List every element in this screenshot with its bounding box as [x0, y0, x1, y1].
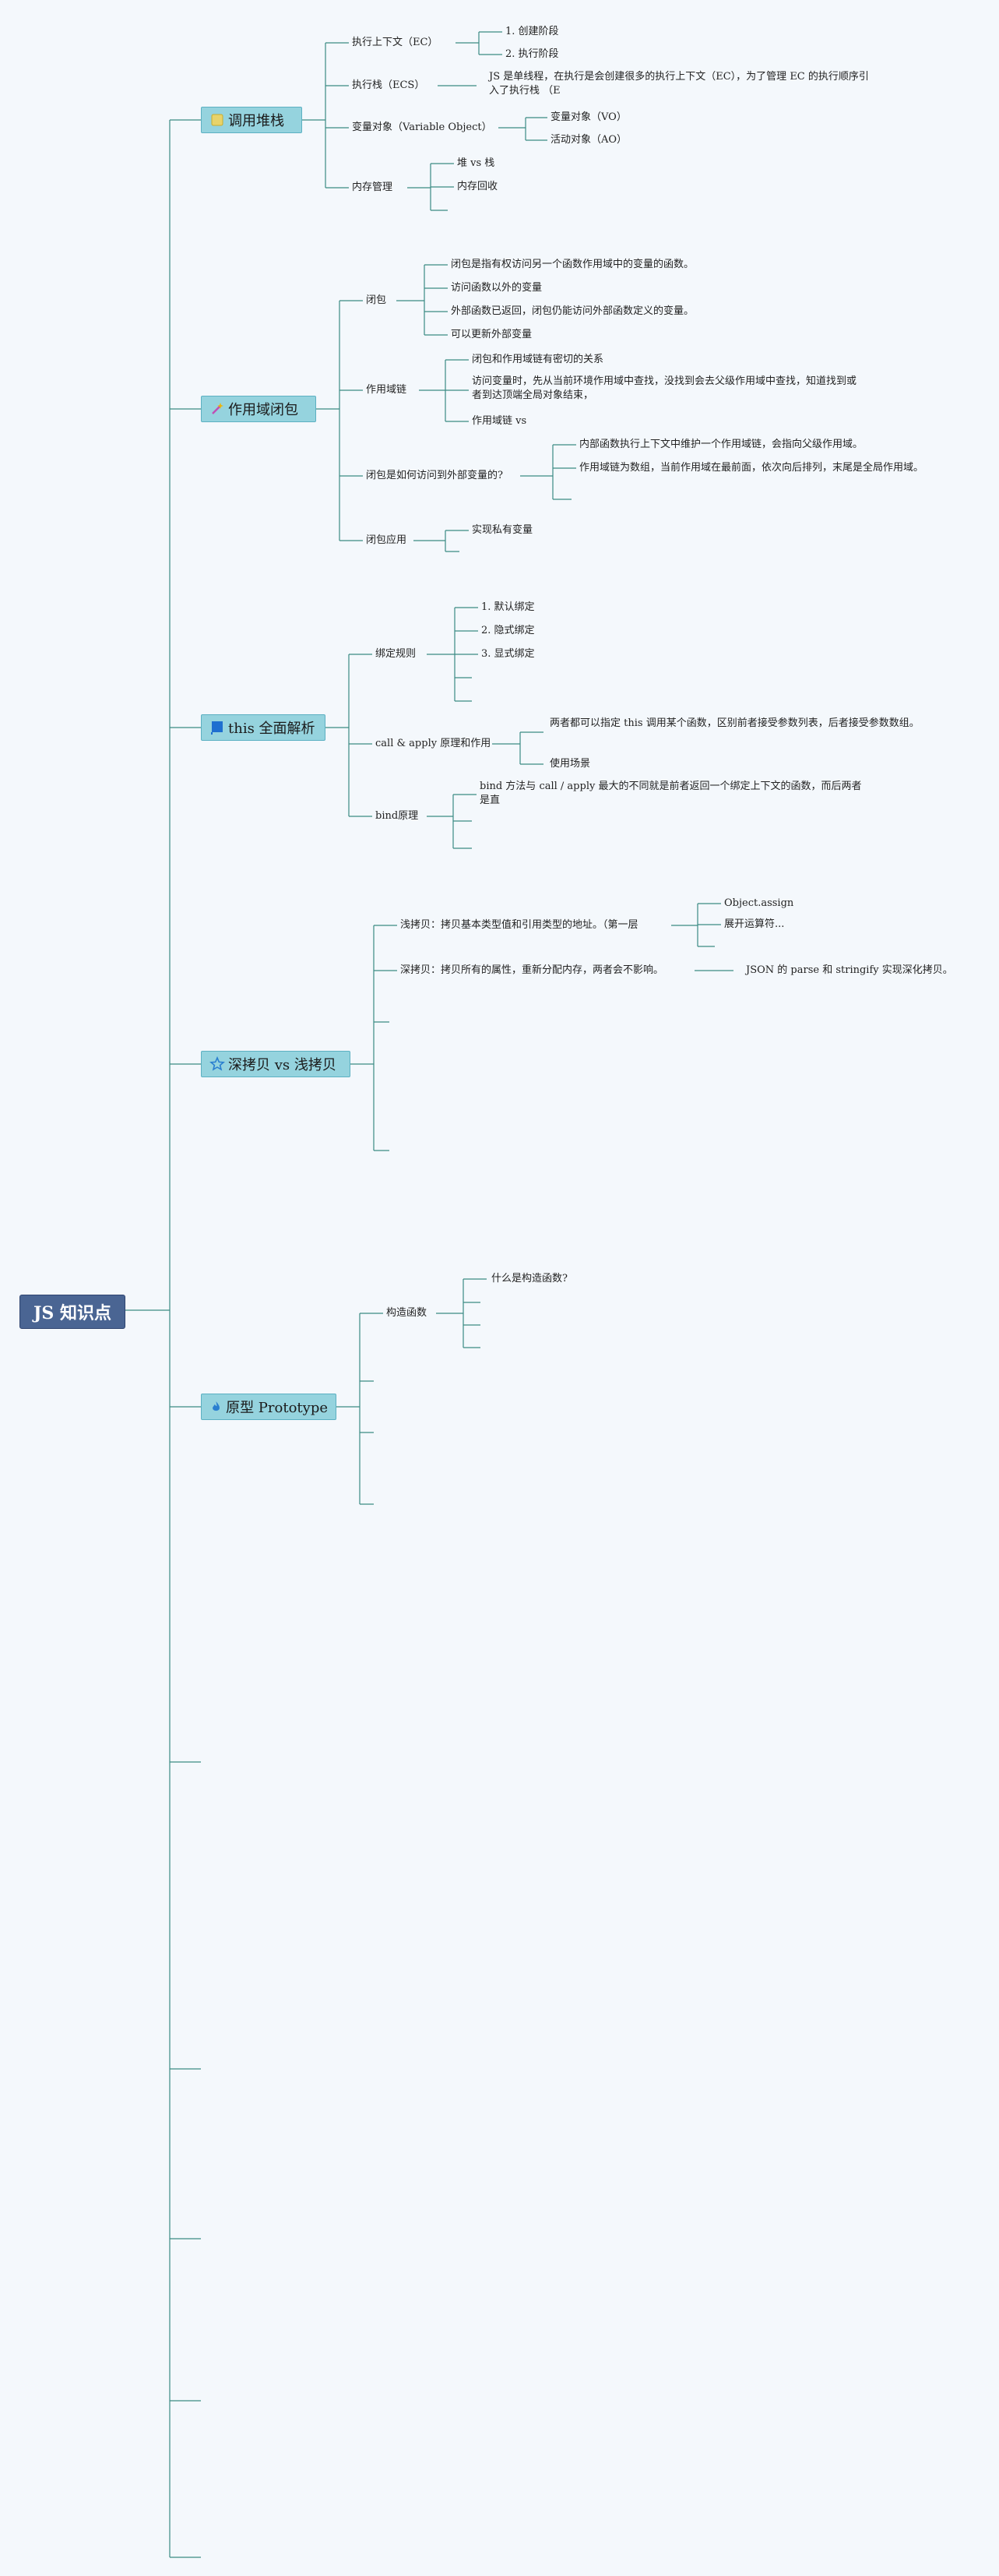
node-deep-copy[interactable]: 深拷贝：拷贝所有的属性，重新分配内存，两者会不影响。 [400, 964, 664, 976]
node-scope-vs[interactable]: 作用域链 vs [472, 415, 527, 427]
node-private-vars[interactable]: 实现私有变量 [472, 524, 533, 536]
node-vo[interactable]: 变量对象（VO） [551, 111, 627, 123]
topic-this[interactable]: this 全面解析 [201, 714, 325, 741]
topic-label: 深拷贝 vs 浅拷贝 [228, 1057, 336, 1073]
topic-deep-vs-shallow-copy[interactable]: 深拷贝 vs 浅拷贝 [201, 1051, 350, 1077]
topic-call-stack[interactable]: 调用堆栈 [201, 107, 302, 133]
node-what-is-constructor[interactable]: 什么是构造函数? [491, 1273, 568, 1284]
sparkle-icon [212, 403, 223, 414]
node-ecs-note[interactable]: JS 是单线程，在执行是会创建很多的执行上下文（EC），为了管理 EC 的执行顺… [489, 71, 869, 97]
node-explicit-binding[interactable]: 3. 显式绑定 [481, 648, 535, 660]
node-default-binding[interactable]: 1. 默认绑定 [481, 601, 535, 613]
flag-icon [211, 721, 223, 735]
flame-icon [213, 1401, 220, 1411]
node-closure-how[interactable]: 闭包是如何访问到外部变量的? [366, 470, 503, 481]
node-implicit-binding[interactable]: 2. 隐式绑定 [481, 625, 535, 636]
node-spread[interactable]: 展开运算符... [724, 918, 785, 930]
node-scope-relation[interactable]: 闭包和作用域链有密切的关系 [472, 354, 604, 365]
node-scope-chain[interactable]: 作用域链 [366, 384, 407, 396]
node-bind-desc[interactable]: bind 方法与 call / apply 最大的不同就是前者返回一个绑定上下文… [480, 781, 862, 806]
node-closure-def[interactable]: 闭包是指有权访问另一个函数作用域中的变量的函数。 [451, 259, 695, 270]
node-closure-after-return[interactable]: 外部函数已返回，闭包仍能访问外部函数定义的变量。 [451, 305, 695, 317]
topic-label: 原型 Prototype [226, 1400, 328, 1416]
topic-prototype[interactable]: 原型 Prototype [201, 1394, 336, 1420]
topic-scope-closure[interactable]: 作用域闭包 [201, 396, 316, 422]
node-execution-context[interactable]: 执行上下文（EC） [352, 37, 438, 48]
node-bind-rules[interactable]: 绑定规则 [375, 648, 417, 660]
node-closure[interactable]: 闭包 [366, 294, 387, 306]
node-variable-object[interactable]: 变量对象（Variable Object） [352, 122, 492, 133]
node-shallow-copy[interactable]: 浅拷贝：拷贝基本类型值和引用类型的地址。（第一层 [400, 919, 638, 931]
node-closure-outer-vars[interactable]: 访问函数以外的变量 [451, 282, 543, 294]
node-how-1[interactable]: 内部函数执行上下文中维护一个作用域链，会指向父级作用域。 [579, 439, 864, 450]
node-call-apply-desc[interactable]: 两者都可以指定 this 调用某个函数，区别前者接受参数列表，后者接受参数数组。 [550, 717, 920, 729]
node-memory[interactable]: 内存管理 [352, 181, 393, 193]
node-object-assign[interactable]: Object.assign [724, 897, 794, 909]
node-constructor[interactable]: 构造函数 [386, 1307, 427, 1319]
root-node[interactable]: JS 知识点 [19, 1295, 125, 1329]
node-use-cases[interactable]: 使用场景 [550, 758, 591, 770]
node-call-apply[interactable]: call & apply 原理和作用 [375, 738, 491, 749]
star-icon [209, 1056, 225, 1071]
node-gc[interactable]: 内存回收 [457, 181, 498, 192]
topic-label: this 全面解析 [228, 721, 315, 737]
node-execution-stack[interactable]: 执行栈（ECS） [352, 79, 425, 91]
yellow-square-icon [211, 114, 223, 126]
node-ao[interactable]: 活动对象（AO） [551, 134, 628, 146]
node-scope-lookup[interactable]: 访问变量时，先从当前环境作用域中查找，没找到会去父级作用域中查找，知道找到或者到… [472, 375, 857, 401]
node-how-2[interactable]: 作用域链为数组，当前作用域在最前面，依次向后排列，末尾是全局作用域。 [579, 462, 924, 474]
node-json-copy[interactable]: JSON 的 parse 和 stringify 实现深化拷贝。 [746, 964, 953, 976]
topic-label: 作用域闭包 [228, 402, 298, 418]
node-create-phase[interactable]: 1. 创建阶段 [505, 26, 559, 37]
node-closure-app[interactable]: 闭包应用 [366, 534, 407, 546]
node-execute-phase[interactable]: 2. 执行阶段 [505, 48, 559, 60]
node-closure-update[interactable]: 可以更新外部变量 [451, 329, 533, 340]
node-heap-vs-stack[interactable]: 堆 vs 栈 [457, 157, 495, 169]
node-bind-principle[interactable]: bind原理 [375, 810, 419, 822]
topic-label: 调用堆栈 [228, 113, 284, 129]
